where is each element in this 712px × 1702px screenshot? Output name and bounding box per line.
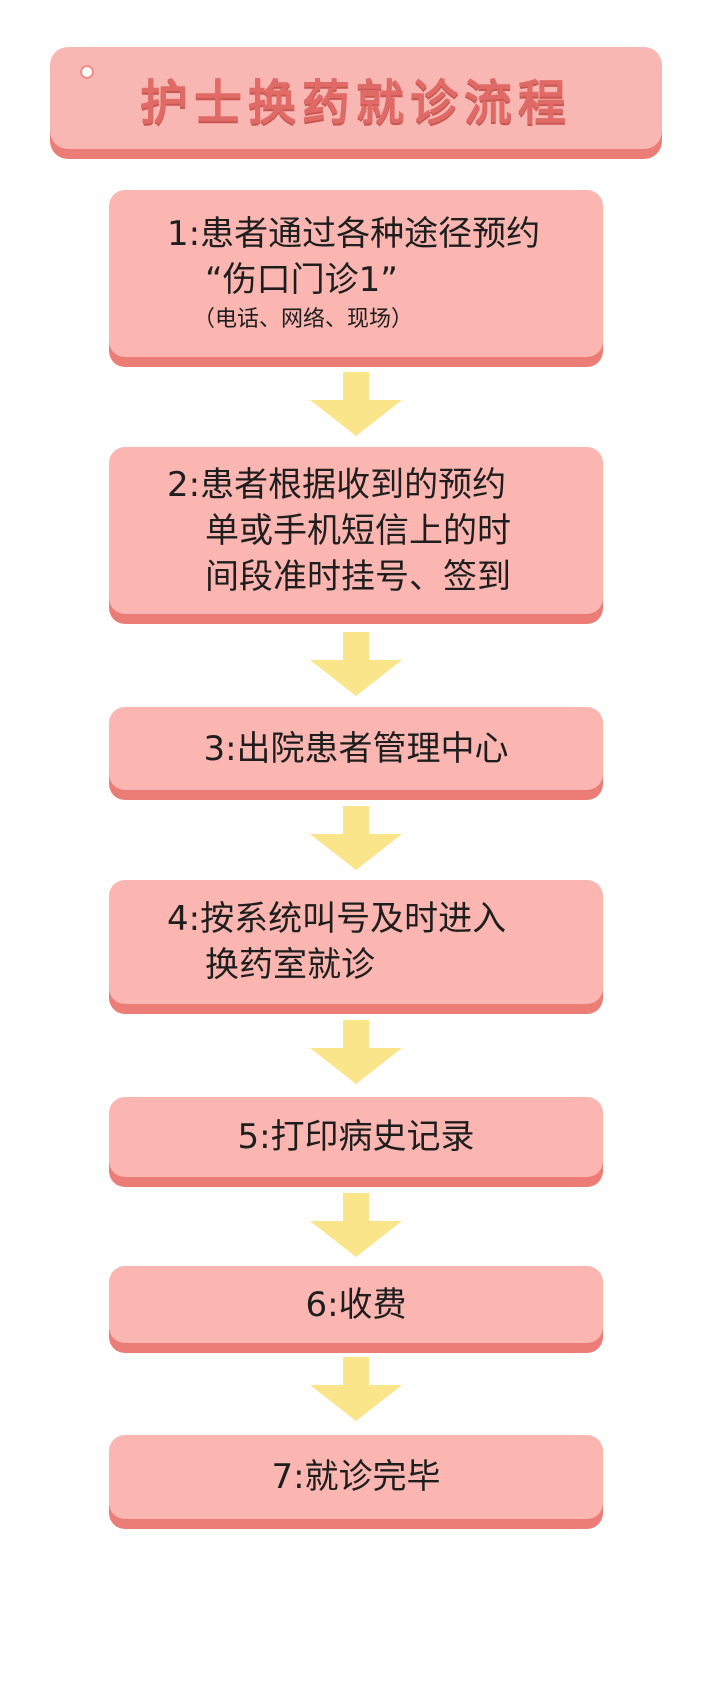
- arrow-down-icon: [310, 1020, 402, 1084]
- step-2-line-1: 2:患者根据收到的预约: [167, 464, 507, 505]
- title-banner: 护士换药就诊流程: [50, 47, 662, 149]
- step-5-line-1: 5:打印病史记录: [237, 1117, 475, 1157]
- step-1-note: （电话、网络、现场）: [193, 306, 414, 332]
- step-7-line-1: 7:就诊完毕: [271, 1457, 441, 1497]
- step-6-line-1: 6:收费: [305, 1284, 407, 1325]
- step-3-line-1: 3:出院患者管理中心: [203, 728, 509, 769]
- step-1-box: 1:患者通过各种途径预约 “伤口门诊1” （电话、网络、现场）: [109, 190, 603, 357]
- step-7-box: 7:就诊完毕: [109, 1435, 603, 1519]
- arrow-down-icon: [310, 806, 402, 870]
- step-2-line-2: 单或手机短信上的时: [205, 510, 511, 551]
- step-1-line-1: 1:患者通过各种途径预约: [167, 213, 541, 254]
- step-4-line-2: 换药室就诊: [205, 945, 375, 985]
- step-4-box: 4:按系统叫号及时进入 换药室就诊: [109, 880, 603, 1004]
- arrow-down-icon: [310, 1357, 402, 1421]
- step-5-box: 5:打印病史记录: [109, 1097, 603, 1177]
- step-6-box: 6:收费: [109, 1266, 603, 1343]
- step-3-box: 3:出院患者管理中心: [109, 707, 603, 790]
- step-4-line-1: 4:按系统叫号及时进入: [167, 899, 507, 939]
- arrow-down-icon: [310, 1193, 402, 1257]
- banner-dot-icon: [80, 65, 94, 79]
- step-1-line-2: “伤口门诊1”: [205, 259, 398, 300]
- arrow-down-icon: [310, 632, 402, 696]
- arrow-down-icon: [310, 372, 402, 436]
- step-2-line-3: 间段准时挂号、签到: [205, 556, 511, 597]
- step-2-box: 2:患者根据收到的预约 单或手机短信上的时 间段准时挂号、签到: [109, 447, 603, 614]
- page-title: 护士换药就诊流程: [139, 75, 572, 131]
